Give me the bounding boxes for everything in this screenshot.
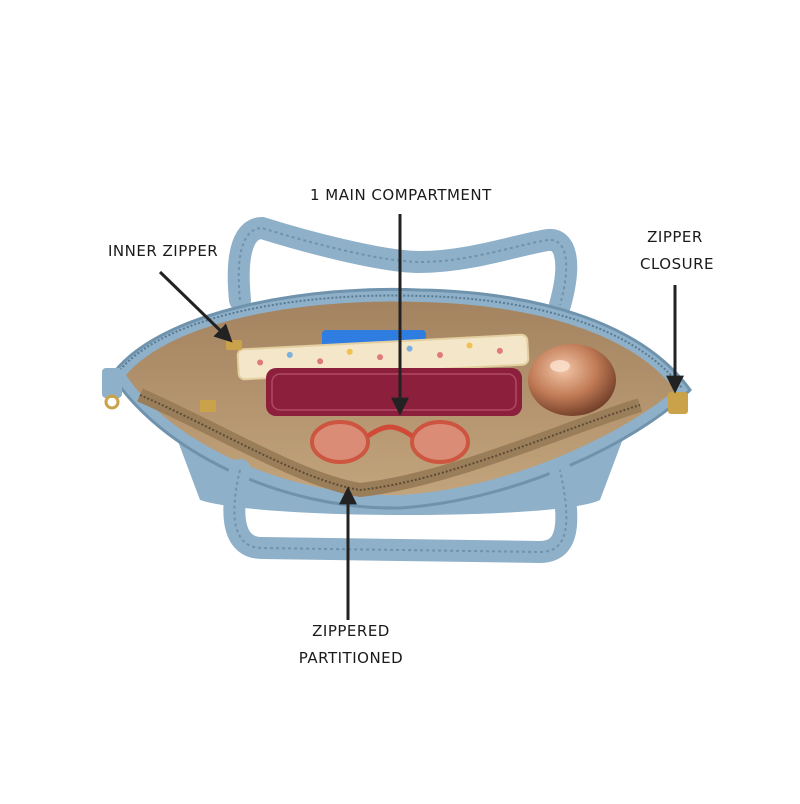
inner-zipper-pull: [226, 340, 242, 350]
zippered-partitioned-label: ZIPPERED PARTITIONED: [296, 618, 406, 672]
zippered-line2: PARTITIONED: [298, 649, 404, 667]
sunglasses: [310, 420, 470, 464]
top-zipper: [119, 294, 683, 389]
zipper-closure-label: ZIPPER CLOSURE: [640, 224, 715, 278]
main-compartment-label: 1 MAIN COMPARTMENT: [310, 186, 492, 204]
wallet: [266, 368, 522, 416]
partition-zipper-pull: [200, 400, 216, 412]
front-handle: [223, 459, 578, 564]
bottle: [528, 344, 616, 416]
side-tab: [102, 368, 122, 398]
zippered-line1: ZIPPERED: [312, 622, 390, 640]
zipper-closure-line2: CLOSURE: [640, 255, 715, 273]
zipper-closure-line1: ZIPPER: [647, 228, 703, 246]
arrow-icon: [158, 270, 233, 343]
closure-zipper-pull: [668, 392, 688, 414]
inner-zipper-label: INNER ZIPPER: [108, 242, 219, 260]
